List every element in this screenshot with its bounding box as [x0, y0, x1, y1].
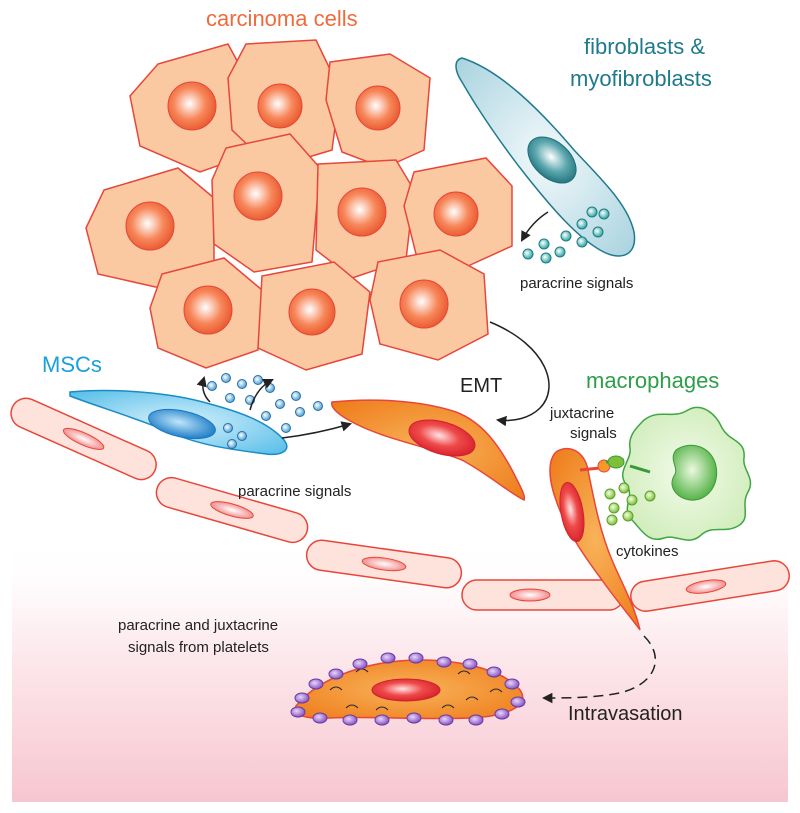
- endothelial-cell: [10, 397, 157, 481]
- ligand: [607, 455, 625, 469]
- platelets: [290, 652, 526, 726]
- macrophage-nucleus: [671, 444, 718, 501]
- label-paracrine-signals-msc: paracrine signals: [238, 483, 351, 500]
- msc-arrow-up-1: [196, 375, 211, 403]
- label-fibroblasts-line1: fibroblasts &: [584, 34, 705, 59]
- fibroblast-signals: [522, 206, 610, 264]
- fibroblast-nucleus: [527, 136, 577, 184]
- intravasation-arrow: [541, 635, 656, 704]
- carcinoma-nuclei: [125, 81, 479, 336]
- fibroblast: [455, 57, 636, 257]
- endothelial-cell: [155, 476, 309, 544]
- label-macrophages: macrophages: [586, 368, 719, 393]
- label-cytokines: cytokines: [616, 543, 679, 560]
- nucleus: [125, 201, 175, 251]
- emt-arrow: [489, 321, 550, 427]
- invading-cell: [549, 447, 641, 631]
- endothelial-cell: [461, 579, 625, 611]
- nucleus: [257, 83, 303, 129]
- label-juxtacrine-line2: signals: [570, 425, 617, 442]
- label-intravasation: Intravasation: [568, 703, 683, 725]
- label-mscs: MSCs: [42, 352, 102, 377]
- fibroblast-arrow: [520, 211, 549, 242]
- nucleus: [355, 85, 401, 131]
- nucleus: [183, 285, 233, 335]
- label-platelets-line1: paracrine and juxtacrine: [118, 617, 278, 634]
- ctc-nucleus: [371, 678, 441, 702]
- label-fibroblasts-line2: myofibroblasts: [570, 66, 712, 91]
- label-emt: EMT: [460, 375, 502, 397]
- msc-nucleus: [148, 408, 216, 440]
- label-platelets-line2: signals from platelets: [128, 639, 269, 656]
- nucleus: [167, 81, 217, 131]
- endothelial-cell: [305, 539, 463, 589]
- vessel-wall: [10, 397, 790, 612]
- mesenchymal-nucleus: [408, 419, 476, 457]
- nucleus: [433, 191, 479, 237]
- endothelial-cell: [630, 560, 790, 612]
- nucleus: [233, 171, 283, 221]
- msc-arrow-right: [281, 421, 353, 439]
- label-paracrine-signals-fibro: paracrine signals: [520, 275, 633, 292]
- nucleus: [399, 279, 449, 329]
- nucleus: [288, 288, 336, 336]
- msc-arrow-up-2: [249, 379, 274, 411]
- cytokine-beads: [604, 482, 656, 526]
- invading-nucleus: [559, 481, 585, 543]
- nucleus: [337, 187, 387, 237]
- msc-cell: [69, 389, 288, 456]
- circulating-tumor-cell: [294, 659, 524, 720]
- label-carcinoma-cells: carcinoma cells: [206, 6, 358, 31]
- mesenchymal-cell: [331, 399, 526, 502]
- label-juxtacrine-line1: juxtacrine: [549, 405, 614, 422]
- macrophage: [605, 406, 752, 541]
